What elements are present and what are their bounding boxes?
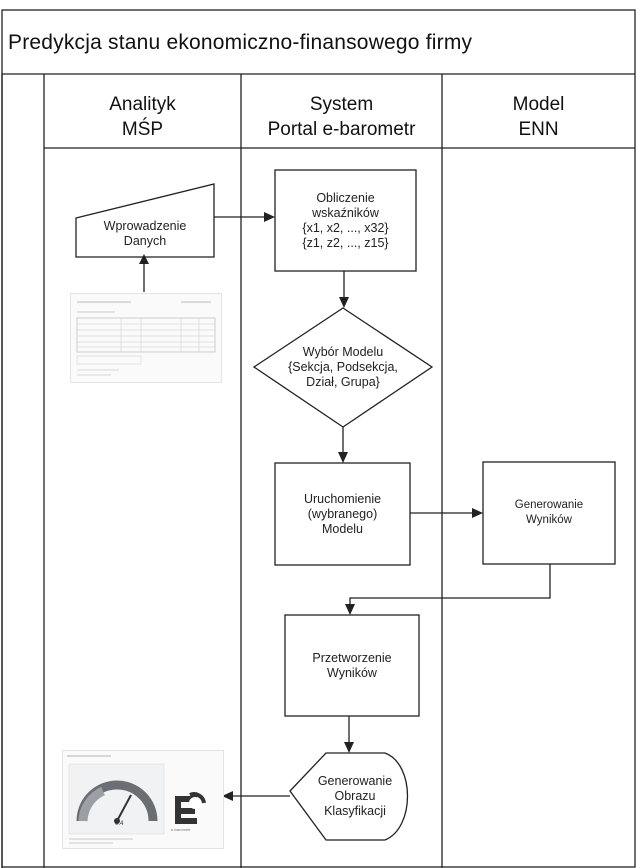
calc-node-shape	[274, 169, 417, 272]
input-node: Wprowadzenie Danych	[78, 214, 212, 254]
form-document-drawing	[76, 301, 216, 376]
lane-header-line1: Model	[512, 94, 565, 115]
run-node-shape	[274, 462, 411, 566]
node-text-line: {z1, z2, ..., z15}	[302, 235, 389, 250]
node-text-line: wskaźników	[312, 205, 379, 220]
lane-header-line2: MŚP	[121, 119, 164, 140]
node-text-line: Obliczenie	[316, 190, 375, 205]
diagram-title: Predykcja stanu ekonomiczno-finansowego …	[8, 31, 473, 54]
process-node-shape	[284, 614, 420, 717]
node-text-line: (wybranego)	[307, 506, 378, 521]
node-text-line: Dział, Grupa}	[306, 375, 380, 389]
lane-header-line2: Portal e-barometr	[267, 119, 416, 140]
process-node: Przetworzenie Wyników	[285, 615, 419, 716]
node-text-line: Klasyfikacji	[324, 804, 386, 818]
gauge-result-drawing	[67, 755, 206, 844]
image-node: Generowanie Obrazu Klasyfikacji	[300, 753, 410, 840]
lane-header-model: Model ENN	[442, 92, 635, 142]
input-node-shape	[75, 183, 215, 258]
form-document-icon	[70, 293, 222, 383]
lane-header-system: System Portal e-barometr	[241, 92, 442, 142]
node-text-line: Wyników	[327, 665, 377, 680]
lane-header-line2: ENN	[518, 119, 559, 140]
node-text-line: Uruchomienie	[303, 491, 382, 506]
lane-header-line1: System	[309, 94, 374, 115]
choose-node: Wybór Modelu {Sekcja, Podsekcja, Dział, …	[254, 308, 432, 427]
lane-header-line1: Analityk	[109, 94, 176, 115]
node-text-line: Danych	[123, 234, 167, 248]
generate-node: Generowanie Wyników	[483, 462, 615, 564]
node-text-line: Generowanie	[514, 499, 584, 511]
image-node-shape	[289, 752, 409, 841]
node-text-line: Generowanie	[317, 774, 393, 788]
node-text-line: Wybór Modelu	[302, 345, 384, 359]
connectors	[139, 212, 551, 801]
node-text-line: {x1, x2, ..., x32}	[302, 220, 389, 235]
logo-text: e-barometr	[171, 827, 191, 832]
gauge-value: 0.4	[115, 821, 124, 827]
node-text-line: Wyników	[526, 514, 572, 526]
node-text-line: Przetworzenie	[312, 650, 392, 665]
node-text-line: {Sekcja, Podsekcja,	[288, 360, 398, 374]
lane-header-analityk: Analityk MŚP	[44, 92, 241, 142]
gauge-result-icon: 0.4 e-barometr	[62, 750, 224, 849]
calc-node: Obliczenie wskaźników {x1, x2, ..., x32}…	[275, 170, 416, 271]
run-node: Uruchomienie (wybranego) Modelu	[275, 463, 410, 565]
node-text-line: Modelu	[322, 521, 363, 536]
generate-node-shape	[482, 461, 616, 565]
node-text-line: Obrazu	[334, 789, 376, 803]
node-text-line: Wprowadzenie	[103, 219, 187, 233]
